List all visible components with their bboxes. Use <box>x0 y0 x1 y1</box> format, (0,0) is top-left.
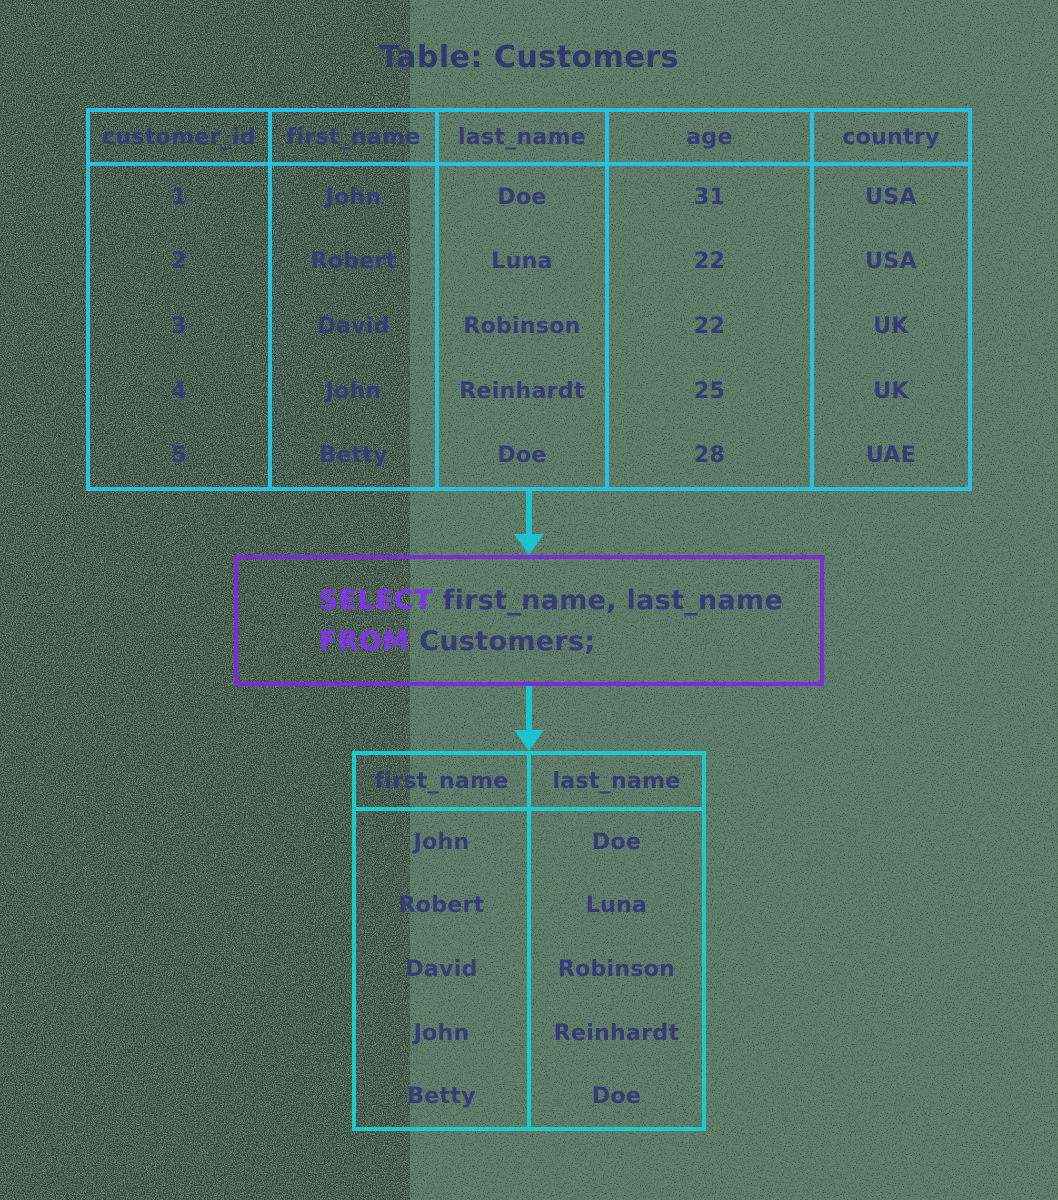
table-cell: UK <box>810 294 972 359</box>
table-cell: John <box>352 1001 531 1065</box>
column-header-first-name: first_name <box>268 110 439 166</box>
table-row: John Doe <box>352 809 706 873</box>
table-cell: 31 <box>605 164 814 229</box>
table-cell: USA <box>810 164 972 229</box>
arrow-down-icon <box>514 491 544 555</box>
table-cell: John <box>268 359 439 424</box>
table-cell: 5 <box>86 424 272 489</box>
table-cell: Doe <box>435 424 609 489</box>
customers-header-row: customer_id first_name last_name age cou… <box>86 110 972 166</box>
table-cell: David <box>352 937 531 1001</box>
table-cell: Luna <box>527 873 706 937</box>
table-cell: Doe <box>527 1065 706 1129</box>
table-cell: 22 <box>605 229 814 294</box>
arrow-head <box>514 730 544 751</box>
column-header-last-name: last_name <box>435 110 609 166</box>
table-row: David Robinson <box>352 937 706 1001</box>
page-title: Table: Customers <box>379 40 679 75</box>
arrow-down-icon <box>514 686 544 751</box>
table-cell: Reinhardt <box>527 1001 706 1065</box>
sql-from-table: Customers; <box>419 625 596 657</box>
table-cell: David <box>268 294 439 359</box>
arrow-stem <box>526 491 532 534</box>
table-cell: Betty <box>268 424 439 489</box>
table-cell: 28 <box>605 424 814 489</box>
table-cell: Reinhardt <box>435 359 609 424</box>
sql-keyword-select: SELECT <box>319 584 433 616</box>
sql-line-select: SELECT first_name, last_name <box>319 580 820 621</box>
column-header-age: age <box>605 110 814 166</box>
table-cell: 2 <box>86 229 272 294</box>
table-row: Betty Doe <box>352 1065 706 1129</box>
table-cell: 3 <box>86 294 272 359</box>
table-row: 4 John Reinhardt 25 UK <box>86 359 972 424</box>
arrow-stem <box>526 686 532 730</box>
table-cell: UK <box>810 359 972 424</box>
result-header-row: first_name last_name <box>352 753 706 811</box>
table-cell: Luna <box>435 229 609 294</box>
column-header-first-name: first_name <box>352 753 531 811</box>
table-cell: Betty <box>352 1065 531 1129</box>
table-row: 5 Betty Doe 28 UAE <box>86 424 972 489</box>
table-row: 3 David Robinson 22 UK <box>86 294 972 359</box>
sql-keyword-from: FROM <box>319 625 410 657</box>
table-row: John Reinhardt <box>352 1001 706 1065</box>
result-table: first_name last_name John Doe Robert Lun… <box>352 751 706 1131</box>
table-cell: 1 <box>86 164 272 229</box>
table-cell: Robert <box>268 229 439 294</box>
table-cell: 25 <box>605 359 814 424</box>
table-cell: John <box>268 164 439 229</box>
table-row: 1 John Doe 31 USA <box>86 164 972 229</box>
table-cell: Robinson <box>527 937 706 1001</box>
arrow-head <box>514 534 544 555</box>
table-cell: 4 <box>86 359 272 424</box>
sql-query-box: SELECT first_name, last_name FROM Customer… <box>234 555 824 686</box>
column-header-customer-id: customer_id <box>86 110 272 166</box>
sql-select-columns: first_name, last_name <box>442 584 784 616</box>
sql-line-from: FROM Customers; <box>319 621 820 662</box>
table-cell: Doe <box>527 809 706 873</box>
table-cell: USA <box>810 229 972 294</box>
column-header-country: country <box>810 110 972 166</box>
table-row: 2 Robert Luna 22 USA <box>86 229 972 294</box>
table-cell: 22 <box>605 294 814 359</box>
table-cell: Robinson <box>435 294 609 359</box>
table-row: Robert Luna <box>352 873 706 937</box>
customers-table: customer_id first_name last_name age cou… <box>86 108 972 491</box>
table-cell: Doe <box>435 164 609 229</box>
table-cell: Robert <box>352 873 531 937</box>
table-cell: UAE <box>810 424 972 489</box>
table-cell: John <box>352 809 531 873</box>
column-header-last-name: last_name <box>527 753 706 811</box>
